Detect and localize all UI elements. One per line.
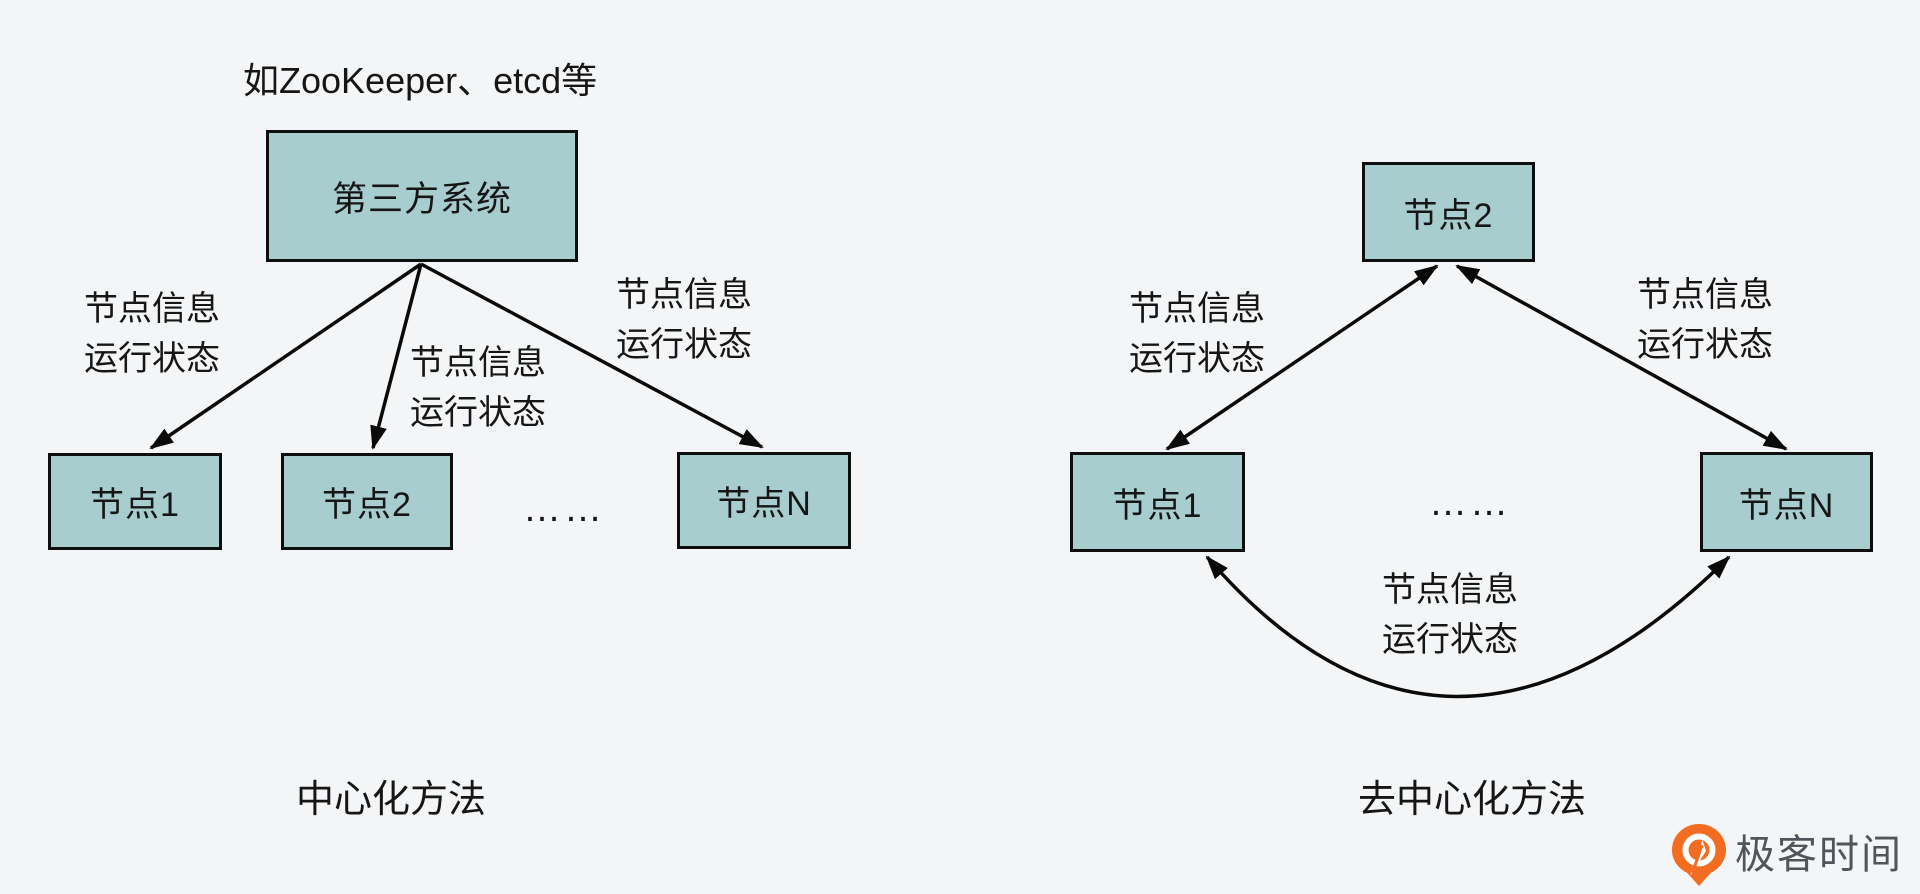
geektime-watermark: 极客时间	[1672, 824, 1903, 886]
edge-label-right: 节点信息 运行状态	[616, 276, 752, 364]
third-party-system-box: 第三方系统	[266, 130, 578, 262]
left-node1-box: 节点1	[48, 453, 222, 550]
arrow-node2-nodeN	[1455, 264, 1788, 451]
geektime-brand-text: 极客时间	[1735, 833, 1903, 877]
left-node2-label: 节点2	[322, 486, 412, 524]
right-node2-box: 节点2	[1362, 162, 1535, 262]
arrow-node1-node2	[1165, 264, 1439, 451]
edge-label-middle: 节点信息 运行状态	[410, 344, 546, 432]
left-node1-label: 节点1	[90, 486, 180, 524]
right-ellipsis: ……	[1429, 482, 1511, 524]
right-node2-label: 节点2	[1403, 196, 1494, 235]
arrow-root-to-node1	[149, 262, 422, 450]
arrow-node1-nodeN-curve	[1205, 555, 1731, 699]
edge-label-left: 节点信息 运行状态	[84, 290, 220, 378]
edge-label-right-right: 节点信息 运行状态	[1637, 276, 1773, 364]
left-nodeN-box: 节点N	[677, 452, 851, 549]
edge-label-right-left: 节点信息 运行状态	[1129, 290, 1265, 378]
edge-label-right-bottom: 节点信息 运行状态	[1382, 571, 1518, 659]
left-caption: 中心化方法	[296, 779, 487, 821]
left-nodeN-label: 节点N	[716, 485, 812, 523]
left-node2-box: 节点2	[281, 453, 453, 550]
arrow-root-to-nodeN	[420, 262, 764, 449]
right-caption: 去中心化方法	[1358, 779, 1587, 821]
right-node1-label: 节点1	[1112, 486, 1203, 525]
right-nodeN-box: 节点N	[1700, 452, 1873, 552]
right-nodeN-label: 节点N	[1738, 486, 1835, 525]
zookeeper-annotation: 如ZooKeeper、etcd等	[243, 60, 598, 101]
right-node1-box: 节点1	[1070, 452, 1245, 552]
left-ellipsis: ……	[523, 488, 605, 530]
geektime-logo-icon	[1672, 824, 1726, 886]
third-party-system-label: 第三方系统	[331, 179, 512, 219]
arrow-root-to-node2	[370, 263, 423, 450]
